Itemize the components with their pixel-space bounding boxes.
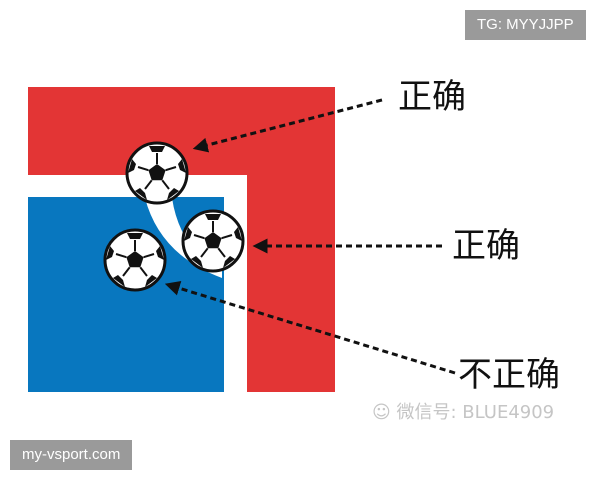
wechat-watermark-text: 微信号: BLUE4909 bbox=[396, 402, 555, 423]
soccer-ball-icon bbox=[125, 141, 189, 205]
wechat-watermark: ☺ 微信号: BLUE4909 bbox=[372, 402, 554, 424]
wechat-icon: ☺ bbox=[372, 402, 397, 423]
label-incorrect: 不正确 bbox=[458, 355, 560, 395]
soccer-ball-icon bbox=[181, 209, 245, 273]
label-correct-top: 正确 bbox=[398, 77, 466, 117]
red-zone bbox=[28, 87, 335, 392]
soccer-ball-icon bbox=[103, 228, 167, 292]
arrow-top bbox=[192, 98, 383, 153]
tg-watermark: TG: MYYJJPP bbox=[465, 10, 586, 40]
site-watermark: my-vsport.com bbox=[10, 440, 133, 470]
label-correct-middle: 正确 bbox=[452, 226, 520, 266]
